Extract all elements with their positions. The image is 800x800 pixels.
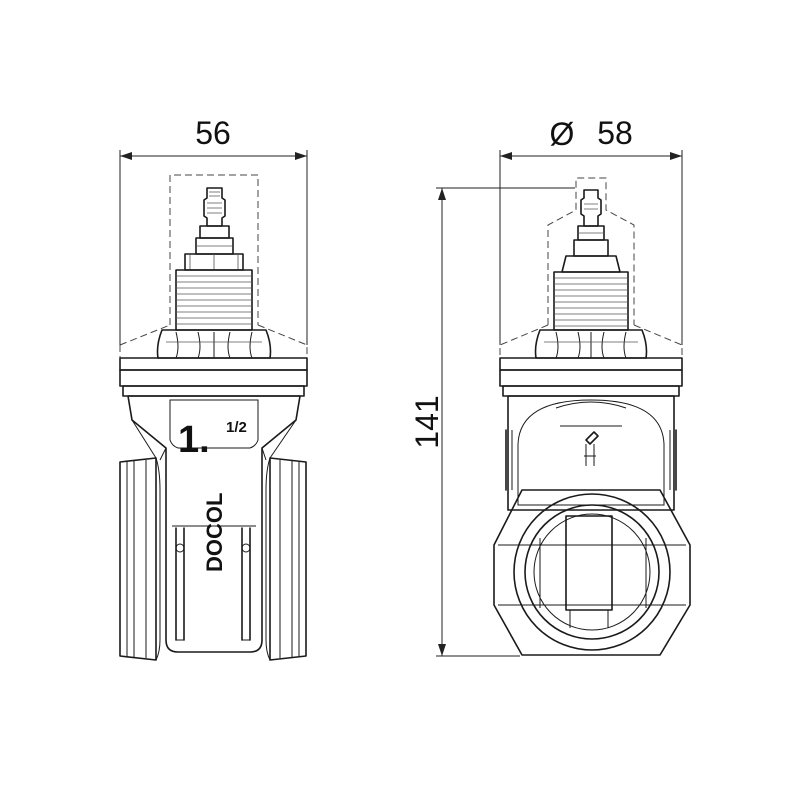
side-bonnet-collar — [534, 329, 648, 359]
side-body — [505, 395, 677, 511]
diameter-symbol: Ø — [550, 116, 575, 152]
dimension-width: 56 — [119, 115, 308, 345]
front-bonnet-thread — [175, 269, 253, 331]
front-right-port — [265, 457, 307, 661]
dimension-height: 141 — [409, 187, 575, 657]
diameter-dimension-label: 58 — [597, 115, 633, 151]
valve-brand-label: DOCOL — [202, 493, 227, 572]
front-handle-envelope — [119, 174, 308, 368]
side-spindle — [561, 189, 621, 273]
front-left-port — [119, 457, 161, 661]
front-body — [127, 395, 301, 653]
width-dimension-label: 56 — [195, 115, 231, 151]
front-spindle — [184, 187, 244, 271]
side-outlet-port — [493, 489, 691, 656]
side-flange — [499, 357, 683, 397]
front-bonnet-collar — [156, 329, 272, 359]
front-body-shoulders — [131, 419, 297, 461]
front-view: 1. 1/2 DOCOL — [119, 174, 308, 661]
side-bonnet-thread — [553, 271, 629, 331]
front-flange — [119, 357, 308, 397]
valve-size-fraction: 1/2 — [226, 419, 247, 436]
dimension-diameter: Ø 58 — [499, 115, 683, 345]
height-dimension-label: 141 — [409, 395, 445, 448]
side-view — [493, 177, 691, 656]
valve-size-whole: 1. — [178, 419, 210, 461]
